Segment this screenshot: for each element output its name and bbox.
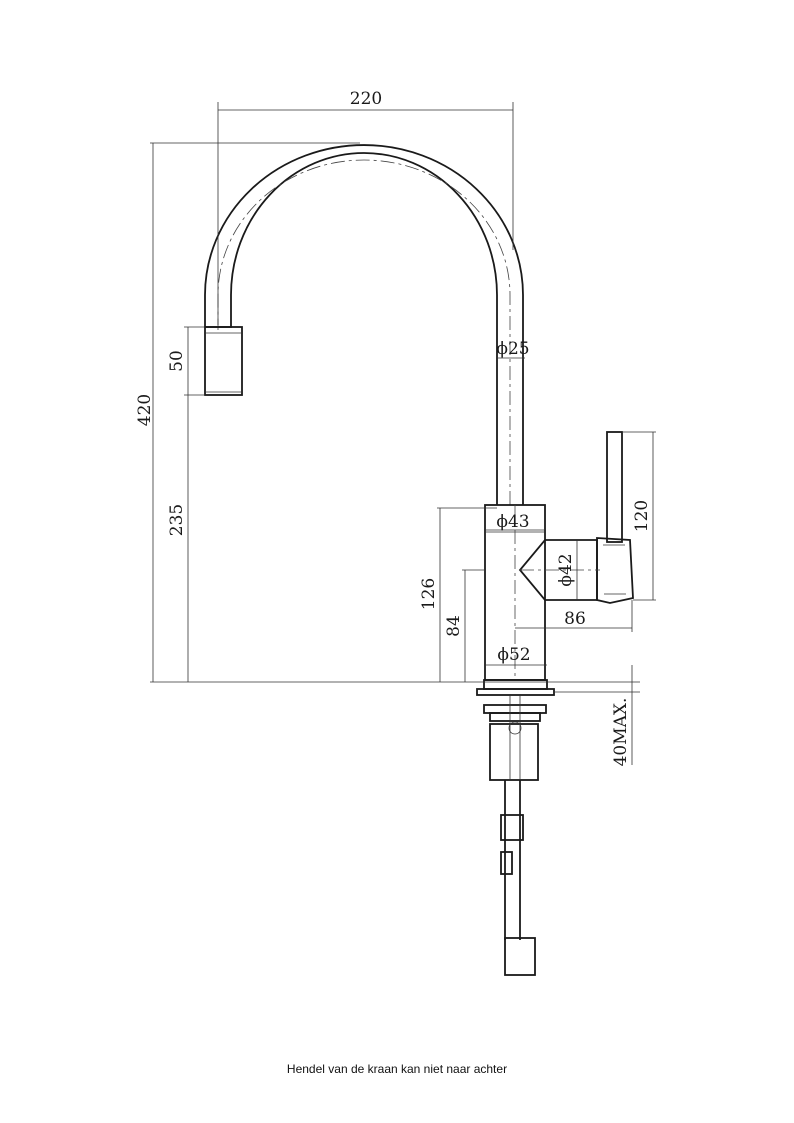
- side-handle: [518, 537, 634, 604]
- control-lever: [606, 431, 623, 543]
- label-lever-length: 120: [632, 500, 652, 532]
- label-base-diameter: ϕ52: [497, 645, 530, 665]
- label-spout-outlet: 50: [167, 350, 187, 372]
- label-handle-reach: 86: [564, 609, 586, 629]
- mounting-hardware: [476, 679, 555, 976]
- label-width-total: 220: [350, 89, 382, 109]
- spout-gooseneck: [204, 144, 524, 505]
- label-outlet-height: 235: [167, 504, 187, 536]
- drawing-caption: Hendel van de kraan kan niet naar achter: [286, 1062, 508, 1076]
- label-body-height: 126: [419, 578, 439, 610]
- label-height-total: 420: [135, 394, 155, 426]
- label-mounting-thickness: 40MAX.: [611, 698, 631, 767]
- label-tube-diameter: ϕ25: [496, 339, 529, 359]
- label-handle-diameter: ϕ42: [556, 553, 576, 586]
- spray-head: [204, 326, 243, 396]
- dimension-lines: [150, 102, 656, 765]
- label-handle-height: 84: [444, 615, 464, 637]
- label-body-diameter: ϕ43: [496, 512, 529, 532]
